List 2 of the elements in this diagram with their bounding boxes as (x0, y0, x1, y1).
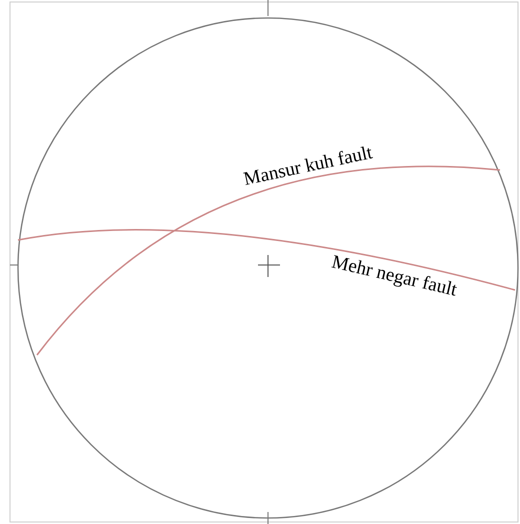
fault-label: Mansur kuh fault (242, 143, 374, 189)
fault-label: Mehr negar fault (330, 252, 459, 300)
